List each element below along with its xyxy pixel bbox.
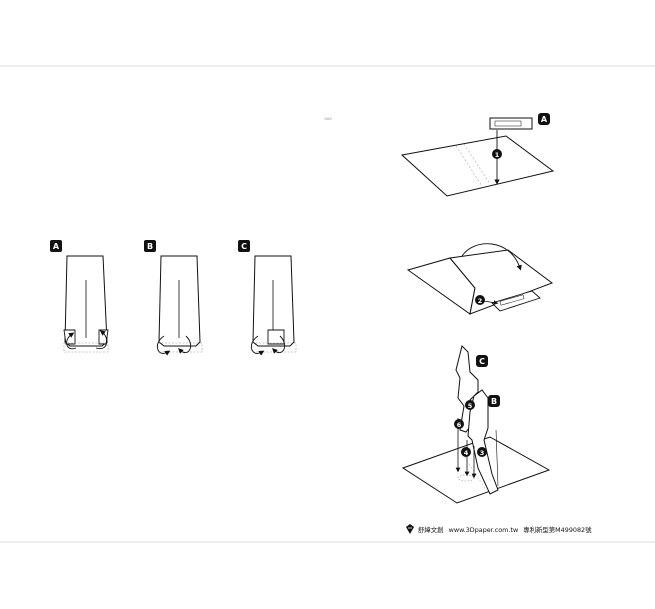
base-sheet-3 [401, 436, 551, 504]
insert-piece [489, 117, 533, 130]
fold-arc-arrow [461, 243, 522, 271]
step-3-number-6: 6 [457, 421, 462, 429]
step-1-number: 1 [495, 151, 500, 159]
footer-brand: 舒緯文創 [418, 526, 444, 534]
step-3-number-3: 3 [480, 449, 485, 457]
right-step-3: C B 5 6 4 3 [401, 345, 551, 504]
step-c-fold-arrow-right [272, 335, 286, 354]
step-b-label: B [147, 242, 153, 251]
step-b-fold-arrow-right [178, 335, 192, 354]
step-1-letter: A [541, 115, 548, 124]
step-c-paper [252, 255, 295, 347]
step-a-fold-arrow-left [66, 332, 77, 350]
step-b-fold-arrow-left [156, 335, 171, 356]
step-b-paper [158, 255, 201, 347]
step-2-number-badge [475, 295, 485, 305]
step-b-figure: B [144, 240, 203, 356]
footer: 舒緯文創 www.3Dpaper.com.tw 專利新型第M499082號 [418, 523, 648, 537]
step-c-label: C [241, 242, 247, 251]
figure-b-edge [495, 429, 499, 487]
footer-patent: 專利新型第M499082號 [523, 526, 592, 534]
slot-indicator [457, 474, 475, 482]
inserted-piece-detail [499, 294, 525, 306]
step-3-letter-b: B [491, 397, 497, 406]
step-2-number: 2 [478, 297, 483, 305]
step-a-base-dashed [63, 342, 109, 353]
step-1-number-badge [492, 149, 502, 159]
step-b-badge [144, 240, 156, 252]
brand-logo [406, 524, 414, 534]
step-c-badge [238, 240, 250, 252]
right-step-2: 2 [406, 243, 554, 315]
step-a-label: A [53, 242, 60, 251]
step-a-left-foot [63, 329, 76, 345]
step-a-badge [50, 240, 62, 252]
step-c-foot-tab [267, 329, 285, 345]
step-c-figure: C [238, 240, 297, 356]
step-3-number-5: 5 [468, 402, 473, 410]
right-step-1: 1 A [400, 113, 555, 197]
footer-url: www.3Dpaper.com.tw [448, 526, 519, 534]
step-3-number-badge-4 [461, 447, 471, 457]
step-3-number-badge-6 [454, 419, 464, 429]
insert-piece-detail [494, 120, 522, 127]
step-3-number-4: 4 [464, 449, 469, 457]
page-mark: ooo [324, 116, 332, 121]
base-sheet-1 [400, 135, 555, 197]
step-3-number-badge-3 [477, 447, 487, 457]
step-3-number-badge-5 [465, 400, 475, 410]
step-1-letter-badge [538, 113, 550, 125]
step-a-figure: A [50, 240, 109, 353]
step-3-letter-badge-b [488, 395, 500, 407]
step-3-letter-c: C [479, 357, 485, 366]
step-c-fold-arrow-left [250, 335, 265, 356]
step-2-arrow [483, 300, 499, 305]
step-a-fold-arrow-right [95, 330, 108, 350]
step-3-letter-badge-c [476, 355, 488, 367]
